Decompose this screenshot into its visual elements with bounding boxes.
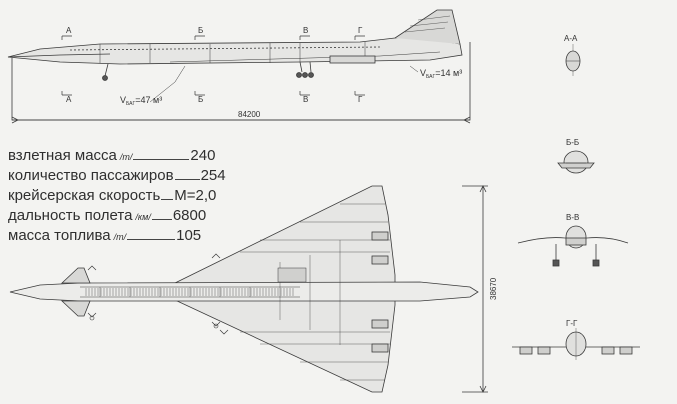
section-aa (565, 44, 581, 76)
spec-row: масса топлива/т/105 (8, 226, 278, 246)
engine-1 (371, 231, 389, 241)
spec-value: М=2,0 (174, 187, 217, 204)
section-label-a-top: А (66, 26, 72, 35)
plan-canard-right (60, 300, 91, 317)
spec-leader-line (161, 188, 174, 200)
spec-value: 105 (176, 227, 202, 244)
spec-row: дальность полета/км/6800 (8, 206, 278, 226)
spec-leader-line (127, 228, 176, 240)
spec-unit: /км/ (135, 212, 151, 222)
section-label-b-bot: Б (198, 95, 203, 104)
spec-label: дальность полета (8, 207, 133, 224)
plan-fuselage (9, 281, 479, 302)
side-tail-fin (394, 9, 461, 45)
side-fuselage (7, 35, 463, 65)
spec-row: крейсерская скорость М=2,0 (8, 186, 278, 206)
spec-label: крейсерская скорость (8, 187, 161, 204)
section-bb-label: Б-Б (566, 138, 579, 147)
spec-value: 254 (200, 167, 226, 184)
section-aa-label: А-А (564, 34, 578, 43)
side-view (7, 9, 471, 124)
section-label-g-top: Г (358, 26, 363, 35)
section-label-a-bot: А (66, 95, 72, 104)
volume-rear-label: VБАГ=14 м³ (420, 68, 462, 80)
section-label-b-top: Б (198, 26, 203, 35)
plan-view (9, 185, 488, 393)
section-gg-label: Г-Г (566, 319, 578, 328)
engine-2 (371, 255, 389, 265)
spec-value: 240 (190, 147, 216, 164)
span-dimension: 38670 (489, 277, 498, 300)
spec-unit: /т/ (113, 232, 127, 242)
section-gg (512, 328, 640, 360)
engine-3 (371, 319, 389, 329)
spec-label: взлетная масса (8, 147, 117, 164)
spec-row: количество пассажиров 254 (8, 166, 278, 186)
length-dimension: 84200 (238, 110, 261, 119)
engine-4 (371, 343, 389, 353)
spec-leader-line (133, 148, 190, 160)
section-label-v-bot: В (303, 95, 308, 104)
section-vv-label: В-В (566, 213, 579, 222)
spec-unit: /т/ (119, 152, 133, 162)
plan-canard-left (60, 267, 91, 284)
section-label-v-top: В (303, 26, 308, 35)
volume-front-label: VБАГ=47 м³ (120, 95, 162, 107)
spec-leader-line (174, 168, 200, 180)
section-vv (517, 225, 629, 267)
spec-label: масса топлива (8, 227, 111, 244)
spec-row: взлетная масса/т/240 (8, 146, 278, 166)
spec-value: 6800 (172, 207, 207, 224)
section-label-g-bot: Г (358, 95, 363, 104)
spec-label: количество пассажиров (8, 167, 174, 184)
section-bb (557, 150, 595, 174)
spec-leader-line (151, 208, 172, 220)
side-view-labels: А Б В Г А Б В Г VБАГ=47 м³ VБАГ=14 м³ 84… (66, 26, 462, 119)
